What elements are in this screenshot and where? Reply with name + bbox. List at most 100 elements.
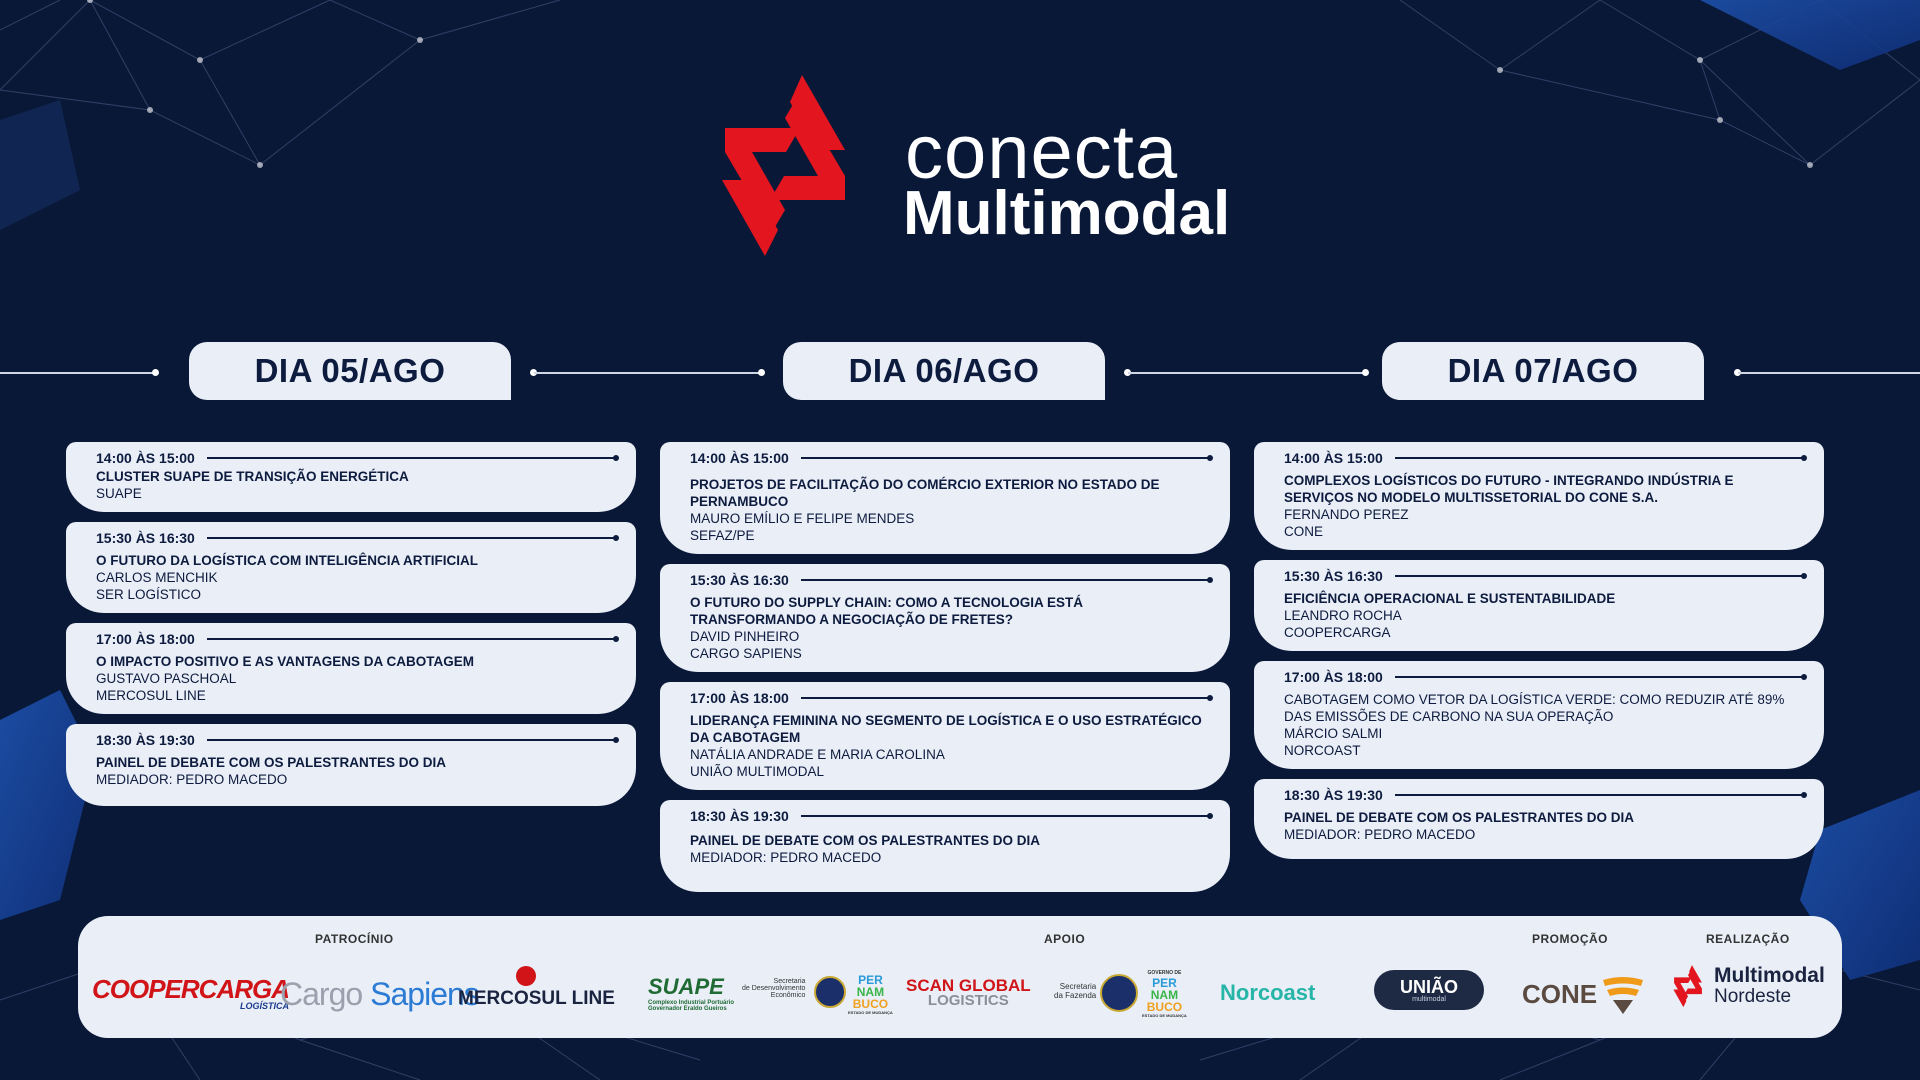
scan-line-2: LOGISTICS	[927, 992, 1009, 1009]
session-card: 15:30 ÀS 16:30 EFICIÊNCIA OPERACIONAL E …	[1254, 560, 1824, 651]
session-title: O FUTURO DO SUPPLY CHAIN: COMO A TECNOLO…	[690, 595, 1084, 627]
norcoast-logo: Norcoast	[1220, 980, 1315, 1006]
mn-line-2: Nordeste	[1714, 986, 1792, 1007]
session-speaker: NATÁLIA ANDRADE E MARIA CAROLINA	[690, 747, 945, 762]
coopercarga-text: COOPERCARGA	[92, 974, 290, 1004]
logo-mark-icon	[722, 75, 845, 256]
session-title: PROJETOS DE FACILITAÇÃO DO COMÉRCIO EXTE…	[690, 477, 1160, 509]
suape-text: SUAPE	[648, 974, 724, 999]
day-connector-dot	[758, 369, 765, 376]
session-title: PAINEL DE DEBATE COM OS PALESTRANTES DO …	[690, 833, 1041, 848]
session-card: 15:30 ÀS 16:30 O FUTURO DO SUPPLY CHAIN:…	[660, 564, 1230, 672]
session-company: SER LOGÍSTICO	[96, 587, 202, 602]
label-promocao: PROMOÇÃO	[1532, 932, 1608, 946]
session-card: 18:30 ÀS 19:30 PAINEL DE DEBATE COM OS P…	[1254, 779, 1824, 859]
pe-brasao-icon	[814, 976, 846, 1008]
pe-brasao-icon	[1100, 974, 1138, 1012]
session-time: 15:30 ÀS 16:30	[690, 572, 789, 588]
session-rule	[1394, 573, 1808, 578]
day-connector-line	[1128, 372, 1366, 374]
session-time: 17:00 ÀS 18:00	[1284, 669, 1383, 685]
day-connector-line	[534, 372, 762, 374]
pernambuco-logo: PER NAM BUCO ESTADO DE MUDANÇA	[848, 974, 893, 1016]
pe2-line-1: PER	[1152, 976, 1177, 990]
session-rule	[800, 577, 1214, 582]
sec-dev-line-1: Secretaria	[773, 978, 806, 985]
session-company: SEFAZ/PE	[690, 528, 755, 543]
session-time: 17:00 ÀS 18:00	[96, 631, 195, 647]
session-speaker: DAVID PINHEIRO	[690, 629, 800, 644]
day-connector-dot	[152, 369, 159, 376]
sapiens-text: Sapiens	[370, 976, 480, 1012]
session-card: 14:00 ÀS 15:00 COMPLEXOS LOGÍSTICOS DO F…	[1254, 442, 1824, 550]
session-card: 17:00 ÀS 18:00 LIDERANÇA FEMININA NO SEG…	[660, 682, 1230, 790]
session-title: PAINEL DE DEBATE COM OS PALESTRANTES DO …	[96, 755, 447, 770]
session-speaker: GUSTAVO PASCHOAL	[96, 671, 237, 686]
mn-line-1: Multimodal	[1714, 964, 1825, 987]
sec-faz-line-2: da Fazenda	[1054, 991, 1097, 1000]
suape-sub-2: Governador Eraldo Gueiros	[648, 1006, 727, 1012]
mercosul-line-logo: MERCOSUL LINE	[458, 966, 615, 1010]
session-title: O FUTURO DA LOGÍSTICA COM INTELIGÊNCIA A…	[96, 553, 478, 568]
session-company: UNIÃO MULTIMODAL	[690, 764, 825, 779]
session-company: COOPERCARGA	[1284, 625, 1391, 640]
session-title: COMPLEXOS LOGÍSTICOS DO FUTURO - INTEGRA…	[1284, 473, 1734, 505]
day-tab-07-ago: DIA 07/AGO	[1382, 342, 1704, 400]
session-time: 14:00 ÀS 15:00	[96, 450, 195, 466]
day-connector-dot	[1362, 369, 1369, 376]
session-rule	[800, 455, 1214, 460]
session-mediator: MEDIADOR: PEDRO MACEDO	[1284, 827, 1476, 842]
session-rule	[1394, 674, 1808, 679]
schedule-column-day-06: 14:00 ÀS 15:00 PROJETOS DE FACILITAÇÃO D…	[660, 442, 1230, 902]
session-rule	[206, 455, 620, 460]
session-rule	[1394, 792, 1808, 797]
uniao-text: UNIÃO	[1400, 976, 1458, 997]
uniao-multimodal-logo: UNIÃO multimodal	[1374, 970, 1484, 1010]
sponsor-bar: PATROCÍNIO APOIO PROMOÇÃO REALIZAÇÃO COO…	[78, 916, 1842, 1038]
secretaria-fazenda-logo: Secretaria da Fazenda	[1054, 982, 1096, 1000]
session-card: 17:00 ÀS 18:00 CABOTAGEM COMO VETOR DA L…	[1254, 661, 1824, 769]
cone-text: CONE	[1522, 978, 1598, 1009]
uniao-sub: multimodal	[1412, 995, 1446, 1003]
session-speaker: SUAPE	[96, 486, 142, 501]
session-rule	[800, 695, 1214, 700]
norcoast-text: Norcoast	[1220, 980, 1316, 1005]
session-speaker: CARLOS MENCHIK	[96, 570, 218, 585]
cone-logo: CONE	[1522, 974, 1645, 1014]
day-tab-05-ago: DIA 05/AGO	[189, 342, 511, 400]
session-rule	[1394, 455, 1808, 460]
scan-line-1: SCAN GLOBAL	[906, 976, 1031, 995]
session-card: 17:00 ÀS 18:00 O IMPACTO POSITIVO E AS V…	[66, 623, 636, 714]
label-realizacao: REALIZAÇÃO	[1706, 932, 1790, 946]
schedule-column-day-07: 14:00 ÀS 15:00 COMPLEXOS LOGÍSTICOS DO F…	[1254, 442, 1824, 869]
label-patrocinio: PATROCÍNIO	[315, 932, 394, 946]
day-connector-line	[1738, 372, 1920, 374]
session-speaker: FERNANDO PEREZ	[1284, 507, 1409, 522]
session-time: 15:30 ÀS 16:30	[1284, 568, 1383, 584]
multimodal-nordeste-logo: Multimodal Nordeste	[1666, 964, 1825, 1008]
session-time: 14:00 ÀS 15:00	[1284, 450, 1383, 466]
session-company: CARGO SAPIENS	[690, 646, 802, 661]
session-title: CLUSTER SUAPE DE TRANSIÇÃO ENERGÉTICA	[96, 469, 409, 484]
pe2-line-3: BUCO	[1146, 1000, 1183, 1014]
secretaria-desenvolvimento-logo: Secretaria de Desenvolvimento Econômico	[742, 978, 805, 999]
session-time: 14:00 ÀS 15:00	[690, 450, 789, 466]
day-connector-dot	[530, 369, 537, 376]
session-time: 15:30 ÀS 16:30	[96, 530, 195, 546]
day-connector-line	[0, 372, 156, 374]
session-mediator: MEDIADOR: PEDRO MACEDO	[96, 772, 288, 787]
session-company: CONE	[1284, 524, 1324, 539]
session-speaker: LEANDRO ROCHA	[1284, 608, 1402, 623]
sec-faz-line-1: Secretaria	[1059, 982, 1097, 991]
session-time: 18:30 ÀS 19:30	[690, 808, 789, 824]
session-card: 15:30 ÀS 16:30 O FUTURO DA LOGÍSTICA COM…	[66, 522, 636, 613]
session-card: 14:00 ÀS 15:00 PROJETOS DE FACILITAÇÃO D…	[660, 442, 1230, 554]
mercosul-emblem-icon	[516, 966, 537, 986]
logo-text-multimodal: Multimodal	[903, 179, 1231, 248]
session-description: CABOTAGEM COMO VETOR DA LOGÍSTICA VERDE:…	[1284, 692, 1785, 724]
session-time: 17:00 ÀS 18:00	[690, 690, 789, 706]
session-mediator: MEDIADOR: PEDRO MACEDO	[690, 850, 882, 865]
mercosul-text: MERCOSUL LINE	[458, 988, 615, 1009]
coopercarga-logo: COOPERCARGA LOGÍSTICA	[92, 974, 290, 1011]
conecta-multimodal-logo: conecta Multimodal	[690, 70, 1250, 270]
